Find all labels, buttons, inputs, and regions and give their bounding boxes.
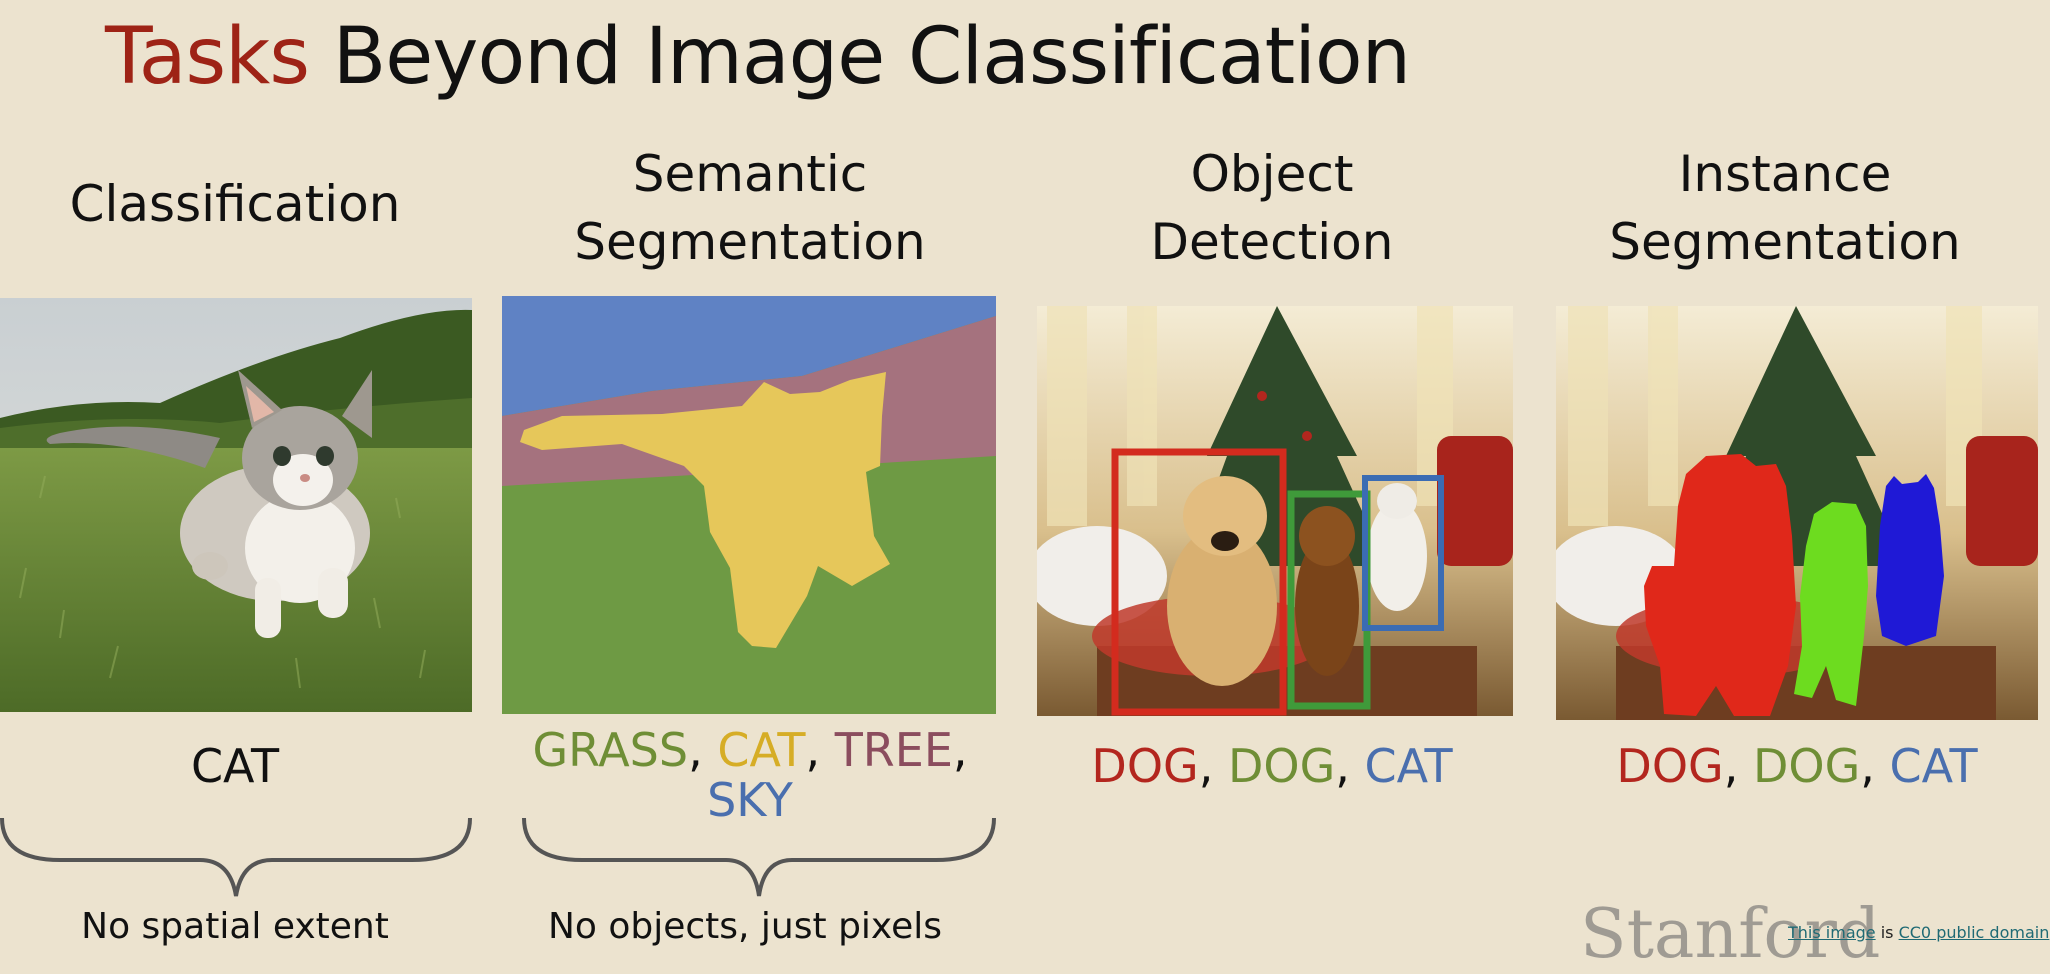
cat-region	[520, 372, 890, 648]
brace-classification	[0, 817, 472, 897]
heading-classification-text: Classification	[69, 175, 401, 233]
heading-instance-line2: Segmentation	[1609, 213, 1961, 271]
detection-box-cat-blue	[1362, 475, 1444, 631]
heading-object-line2: Detection	[1150, 213, 1394, 271]
object-detection-photo	[1037, 306, 1513, 716]
kitten-photo-art	[0, 298, 472, 712]
label-dog-red: DOG	[1091, 739, 1199, 793]
label-sep-3: ,	[952, 723, 968, 777]
label-instance-dog-red: DOG	[1616, 739, 1724, 793]
label-sep-7: ,	[1860, 739, 1890, 793]
label-instance-dog-green: DOG	[1752, 739, 1861, 793]
heading-instance-segmentation: Instance Segmentation	[1540, 140, 2030, 276]
label-dog-green: DOG	[1227, 739, 1336, 793]
label-sep-6: ,	[1723, 739, 1753, 793]
label-cat: CAT	[190, 739, 280, 793]
title-rest: Beyond Image Classification	[308, 12, 1411, 102]
sky-region	[502, 296, 996, 416]
label-sep-2: ,	[805, 723, 835, 777]
brace-semantic	[522, 817, 996, 897]
slide-title: Tasks Beyond Image Classification	[105, 12, 1411, 102]
credit-link-license[interactable]: CC0 public domain	[1898, 923, 2050, 942]
label-semantic-line2: SKY	[500, 776, 1000, 824]
title-accent: Tasks	[105, 12, 310, 102]
instance-mask-dog-red	[1644, 454, 1796, 716]
instance-mask-cat-blue	[1876, 474, 1944, 646]
kitten-photo	[0, 298, 472, 712]
instance-photo-art	[1556, 306, 2038, 720]
label-cat-yellow: CAT	[717, 723, 806, 777]
label-sep-4: ,	[1198, 739, 1228, 793]
heading-semantic-line2: Segmentation	[574, 213, 926, 271]
credit-link-image[interactable]: This image	[1788, 923, 1876, 942]
label-tree: TREE	[834, 723, 953, 777]
label-semantic: GRASS, CAT, TREE, SKY	[500, 726, 1000, 824]
note-semantic: No objects, just pixels	[547, 906, 943, 947]
label-semantic-line1: GRASS, CAT, TREE,	[500, 726, 1000, 774]
label-detection: DOG, DOG, CAT	[1032, 742, 1512, 790]
label-sky: SKY	[707, 773, 793, 827]
detection-photo-art	[1037, 306, 1513, 716]
heading-instance-line1: Instance	[1678, 145, 1892, 203]
segmentation-map-art	[502, 296, 996, 714]
semantic-segmentation-map	[502, 296, 996, 714]
instance-segmentation-photo	[1556, 306, 2038, 720]
label-instance: DOG, DOG, CAT	[1556, 742, 2038, 790]
heading-semantic-segmentation: Semantic Segmentation	[500, 140, 1000, 276]
label-instance-cat-blue: CAT	[1889, 739, 1978, 793]
heading-classification: Classification	[40, 170, 430, 238]
note-classification: No spatial extent	[81, 906, 389, 947]
heading-object-detection: Object Detection	[1032, 140, 1512, 276]
label-sep-5: ,	[1335, 739, 1365, 793]
heading-object-line1: Object	[1190, 145, 1354, 203]
detection-box-dog-red	[1111, 448, 1287, 716]
stanford-watermark: Stanford	[1580, 895, 1881, 974]
credit-mid: is	[1875, 923, 1899, 942]
image-credit: This image is CC0 public domain	[1788, 923, 2049, 942]
label-classification: CAT	[40, 742, 430, 790]
label-grass: GRASS	[532, 723, 689, 777]
label-sep-1: ,	[688, 723, 718, 777]
label-cat-blue: CAT	[1364, 739, 1453, 793]
instance-mask-dog-green	[1794, 502, 1868, 706]
heading-semantic-line1: Semantic	[632, 145, 868, 203]
